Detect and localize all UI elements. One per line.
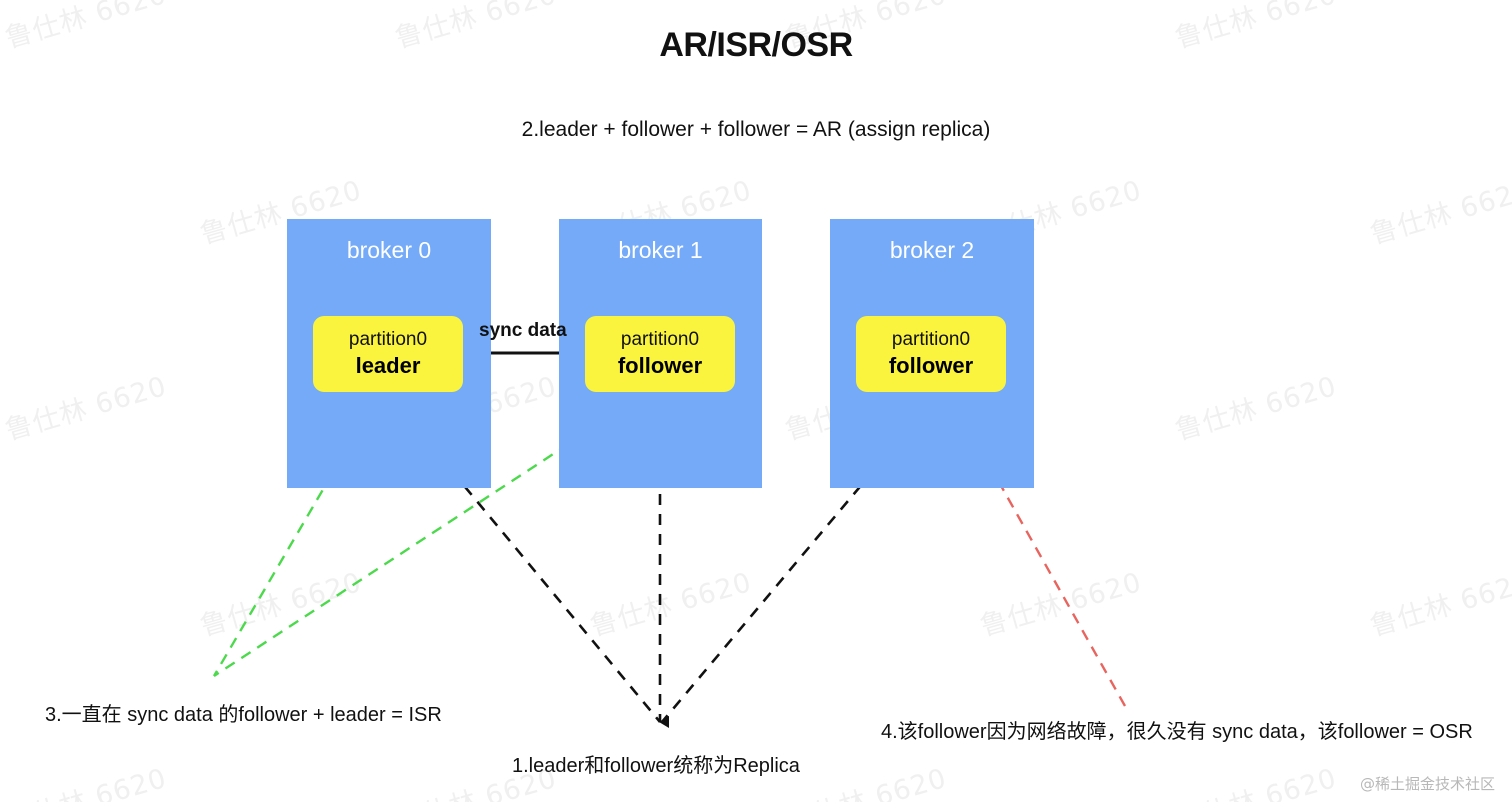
ar-definition-text: 2.leader + follower + follower = AR (ass… xyxy=(521,118,991,141)
partition-card-broker-2[interactable]: partition0 follower xyxy=(856,316,1006,392)
broker-box-1[interactable]: broker 1 partition0 follower xyxy=(559,219,762,488)
broker-1-title: broker 1 xyxy=(618,237,703,263)
watermark-tile: 鲁仕林 6620 xyxy=(1171,370,1341,447)
sync-data-label: sync data xyxy=(479,320,567,341)
broker-0-title: broker 0 xyxy=(346,237,432,263)
note-osr: 4.该follower因为网络故障，很久没有 sync data，该follow… xyxy=(881,721,1473,743)
note-isr: 3.一直在 sync data 的follower + leader = ISR xyxy=(45,704,442,726)
watermark-tile: 鲁仕林 6620 xyxy=(1171,762,1341,802)
partition-name-1: partition0 xyxy=(620,329,700,351)
partition-role-1: follower xyxy=(617,353,703,379)
page-title: AR/ISR/OSR xyxy=(659,26,853,64)
partition-name-2: partition0 xyxy=(891,329,971,351)
watermark-tile: 鲁仕林 6620 xyxy=(196,566,366,643)
broker-2-title: broker 2 xyxy=(889,237,975,263)
watermark-tile: 鲁仕林 6620 xyxy=(586,566,756,643)
source-credit-watermark: @稀土掘金技术社区 xyxy=(1359,775,1495,793)
partition-role-0: leader xyxy=(355,353,421,379)
partition-card-broker-1[interactable]: partition0 follower xyxy=(585,316,735,392)
partition-name-0: partition0 xyxy=(348,329,428,351)
watermark-tile: 鲁仕林 6620 xyxy=(781,762,951,802)
partition-role-2: follower xyxy=(888,353,974,379)
broker-box-0[interactable]: broker 0 partition0 leader xyxy=(287,219,491,488)
watermark-tile: 鲁仕林 6620 xyxy=(1,370,171,447)
note-replica: 1.leader和follower统称为Replica xyxy=(512,755,800,777)
watermark-tile: 鲁仕林 6620 xyxy=(976,566,1146,643)
watermark-tile: 鲁仕林 6620 xyxy=(1,762,171,802)
watermark-tile: 鲁仕林 6620 xyxy=(1366,174,1512,251)
partition-card-broker-0[interactable]: partition0 leader xyxy=(313,316,463,392)
watermark-tile: 鲁仕林 6620 xyxy=(1366,566,1512,643)
broker-box-2[interactable]: broker 2 partition0 follower xyxy=(830,219,1034,488)
